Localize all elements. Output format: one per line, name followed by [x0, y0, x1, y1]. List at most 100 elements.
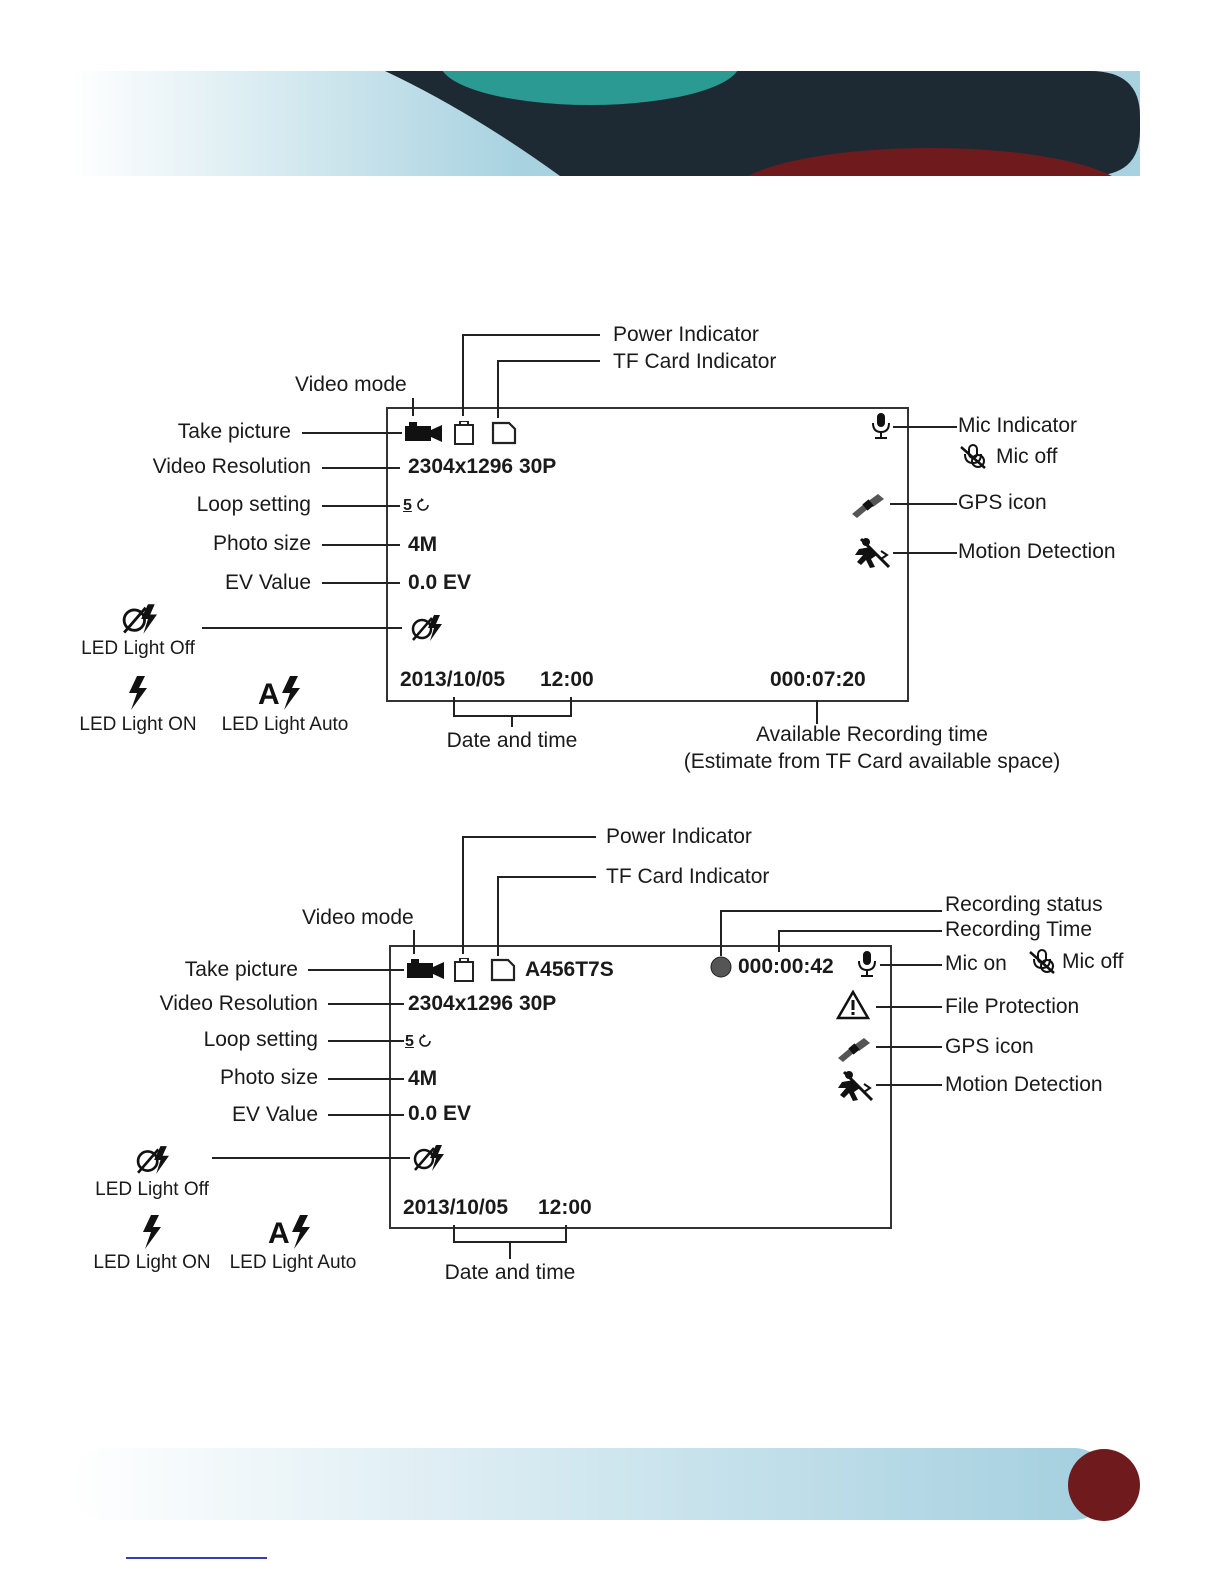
label-photo-size-2: Photo size: [219, 1066, 318, 1089]
label-led-light-auto: LED Light Auto: [221, 714, 349, 735]
label-video-mode: Video mode: [295, 373, 407, 396]
label-video-resolution: Video Resolution: [152, 455, 311, 478]
leader-line: [322, 544, 400, 546]
screen-loop-value: 5: [403, 497, 412, 514]
loop-icon-2: [418, 1034, 434, 1053]
leader-line: [876, 1084, 942, 1086]
leader-line: [462, 334, 464, 416]
screen-resolution-2: 2304x1296 30P: [408, 992, 557, 1015]
label-led-light-auto-2: LED Light Auto: [229, 1252, 357, 1273]
label-take-picture: Take picture: [177, 420, 291, 443]
label-tf-card-indicator: TF Card Indicator: [613, 350, 777, 373]
label-video-resolution-2: Video Resolution: [159, 992, 318, 1015]
label-file-protection: File Protection: [945, 995, 1080, 1018]
leader-line: [308, 969, 404, 971]
label-mic-off: Mic off: [996, 445, 1058, 468]
leader-line: [328, 1003, 404, 1005]
header-banner: [70, 71, 1140, 176]
label-gps-icon: GPS icon: [958, 491, 1047, 514]
leader-line: [497, 876, 499, 956]
screen-time: 12:00: [540, 668, 594, 691]
leader-line: [876, 1046, 942, 1048]
label-power-indicator: Power Indicator: [613, 323, 759, 346]
video-camera-icon-2: [407, 959, 445, 986]
flash-auto-letter: A: [258, 678, 280, 710]
leader-line: [778, 930, 780, 952]
leader-line: [511, 715, 513, 727]
flash-auto-letter-2: A: [268, 1217, 290, 1249]
motion-detection-icon: [851, 537, 893, 574]
label-ev-value-2: EV Value: [232, 1103, 318, 1126]
leader-line: [412, 398, 414, 416]
label-recording-time: Recording Time: [945, 918, 1093, 941]
leader-line: [497, 360, 600, 362]
leader-line: [565, 1225, 567, 1243]
screen-resolution: 2304x1296 30P: [408, 455, 557, 478]
screen-photo-size-2: 4M: [408, 1067, 438, 1090]
screen-date: 2013/10/05: [400, 668, 506, 691]
label-led-light-off-2: LED Light Off: [95, 1179, 209, 1200]
leader-line: [322, 582, 400, 584]
leader-line: [893, 426, 957, 428]
label-video-mode-2: Video mode: [302, 906, 414, 929]
label-available-time: Available Recording time: [756, 723, 988, 746]
leader-line: [462, 836, 596, 838]
screen-recording-time: 000:00:42: [738, 955, 834, 978]
label-date-and-time-2: Date and time: [444, 1261, 576, 1284]
battery-icon: [453, 420, 475, 450]
label-available-time-note: (Estimate from TF Card available space): [683, 750, 1061, 773]
label-loop-setting: Loop setting: [196, 493, 311, 516]
video-camera-icon: [405, 422, 443, 449]
label-motion-detection-2: Motion Detection: [945, 1073, 1103, 1096]
screen-diagram-1: [386, 407, 909, 702]
recording-dot-icon: [710, 956, 732, 983]
footer-link-underline[interactable]: [126, 1557, 267, 1559]
leader-line: [778, 930, 942, 932]
leader-line: [212, 1157, 410, 1159]
leader-line: [462, 836, 464, 954]
leader-line: [328, 1078, 404, 1080]
screen-date-2: 2013/10/05: [403, 1196, 509, 1219]
motion-detection-icon-2: [834, 1070, 876, 1107]
label-mic-off-2: Mic off: [1062, 950, 1124, 973]
label-power-indicator-2: Power Indicator: [606, 825, 752, 848]
screen-file-name: A456T7S: [525, 958, 614, 981]
microphone-icon-2: [856, 951, 878, 984]
leader-line: [328, 1114, 404, 1116]
leader-line: [880, 964, 942, 966]
leader-line: [570, 697, 572, 717]
label-photo-size: Photo size: [212, 532, 311, 555]
label-gps-icon-2: GPS icon: [945, 1035, 1034, 1058]
flash-off-icon-screen-2: [412, 1143, 446, 1178]
footer-banner: [70, 1448, 1140, 1520]
leader-line: [893, 552, 957, 554]
sd-card-icon: [491, 421, 517, 450]
leader-line: [509, 1241, 511, 1259]
mic-off-icon: [958, 444, 990, 475]
label-led-light-off: LED Light Off: [81, 638, 195, 659]
flash-on-icon-2: [141, 1215, 163, 1254]
flash-off-icon-screen: [410, 613, 444, 648]
leader-line: [462, 334, 600, 336]
flash-auto-icon: A: [258, 676, 304, 715]
gps-satellite-icon: [850, 492, 886, 523]
flash-on-icon: [127, 676, 149, 715]
label-mic-on: Mic on: [945, 952, 1007, 975]
leader-line: [890, 503, 957, 505]
flash-off-icon-2: [134, 1144, 172, 1181]
label-take-picture-2: Take picture: [184, 958, 298, 981]
screen-photo-size: 4M: [408, 533, 438, 556]
leader-line: [720, 910, 942, 912]
leader-line: [876, 1006, 942, 1008]
battery-icon-2: [453, 957, 475, 987]
leader-line: [453, 1225, 455, 1243]
page-badge: [1068, 1449, 1140, 1521]
flash-auto-icon-2: A: [268, 1215, 314, 1254]
label-led-light-on-2: LED Light ON: [93, 1252, 211, 1273]
label-mic-indicator: Mic Indicator: [958, 414, 1078, 437]
leader-line: [497, 876, 596, 878]
screen-remaining-time: 000:07:20: [770, 668, 866, 691]
mic-off-icon-2: [1027, 949, 1059, 980]
leader-line: [413, 930, 415, 954]
screen-loop-value-2: 5: [405, 1033, 414, 1050]
